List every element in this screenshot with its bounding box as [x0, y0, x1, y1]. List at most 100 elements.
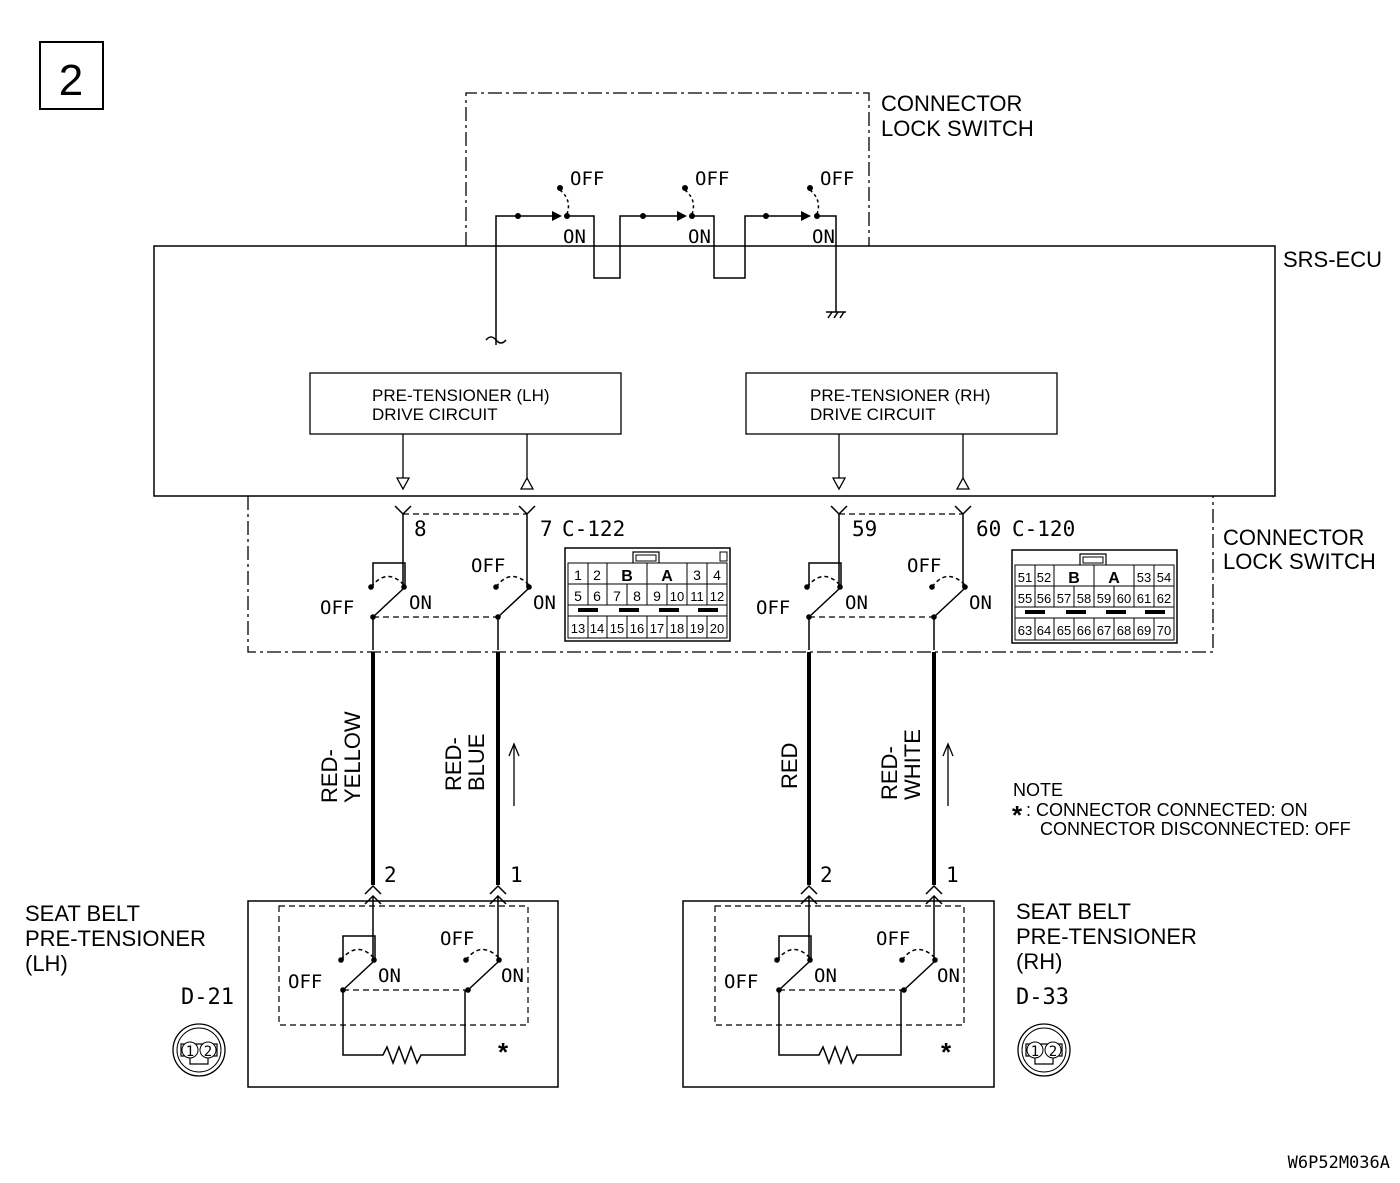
c120-cell: 65 [1057, 623, 1071, 638]
page-number-box [39, 41, 104, 110]
pt-lh-resistor-circuit [342, 990, 466, 1066]
c120-cell: 58 [1077, 591, 1091, 606]
drive-circuit-lh-box [309, 372, 622, 435]
top-switch-3-on: ON [812, 226, 835, 248]
lock-switch-rh-off-2: OFF [907, 555, 941, 577]
pt-rh-star: * [941, 1037, 952, 1067]
c122-name: C-122 [562, 517, 625, 541]
pt-rh-title-3: (RH) [1016, 949, 1062, 974]
lock-switch-lh [367, 562, 533, 621]
harness-wires [371, 617, 936, 885]
pt-lh-off-2: OFF [440, 928, 474, 950]
c120-connector-face: 51 52 B A 53 54 55 56 57 58 59 60 61 62 … [1011, 549, 1178, 644]
pt-lh-off-1: OFF [288, 971, 322, 993]
c122-cell: 6 [593, 588, 601, 604]
pt-lh-pin-1: 1 [510, 863, 523, 887]
lock-switch-lh-on-1: ON [409, 592, 432, 614]
lock-switch-lh-on-2: ON [533, 592, 556, 614]
top-lock-switch-box [465, 92, 870, 246]
c122-cell: 16 [630, 621, 644, 636]
pt-rh-icon-pin-2: 2 [1049, 1044, 1057, 1060]
pt-rh-on-1: ON [814, 965, 837, 987]
pt-rh-connector-icon: 1 2 [1017, 1023, 1071, 1077]
drive-circuit-rh-line2: DRIVE CIRCUIT [810, 405, 936, 424]
c122-cell: 8 [633, 588, 641, 604]
wire-1-color-2: YELLOW [340, 711, 365, 803]
c120-cell: 66 [1077, 623, 1091, 638]
c120-cell: 63 [1018, 623, 1032, 638]
pt-rh-pin-1: 1 [946, 863, 959, 887]
c120-cell: B [1068, 570, 1080, 587]
c122-pin-7: 7 [540, 517, 553, 541]
c120-cell: 64 [1037, 623, 1051, 638]
c122-cell: 12 [710, 589, 724, 604]
c120-cell: 52 [1037, 570, 1051, 585]
pt-rh-pin-2: 2 [820, 863, 833, 887]
pt-rh-inner-box [714, 905, 965, 1026]
lock-switch-rh-off-1: OFF [756, 597, 790, 619]
note-star: * [1012, 800, 1023, 830]
pt-rh-connector-id: D-33 [1016, 985, 1069, 1010]
c122-cell: 18 [670, 621, 684, 636]
pt-rh-resistor-circuit [778, 990, 902, 1066]
c122-pin-8: 8 [414, 517, 427, 541]
pt-lh-connector-id: D-21 [181, 985, 234, 1010]
top-lock-switch-title: CONNECTOR [881, 91, 1022, 116]
c120-cell: 53 [1137, 570, 1151, 585]
c120-cell: 69 [1137, 623, 1151, 638]
current-arrows [508, 742, 954, 806]
c122-cell: 14 [590, 621, 604, 636]
c120-cell: 55 [1018, 591, 1032, 606]
top-switch-contacts [515, 185, 820, 221]
drive-circuit-rh-line1: PRE-TENSIONER (RH) [810, 386, 990, 405]
pt-lh-title-2: PRE-TENSIONER [25, 926, 206, 951]
pt-lh-title-1: SEAT BELT [25, 901, 140, 926]
wire-4-color-2: WHITE [900, 729, 925, 800]
top-switch-2-on: ON [688, 226, 711, 248]
drive-circuit-lh-line1: PRE-TENSIONER (LH) [372, 386, 550, 405]
note-title: NOTE [1013, 780, 1063, 800]
drive-circuit-lh-line2: DRIVE CIRCUIT [372, 405, 498, 424]
c122-cell: 10 [670, 589, 684, 604]
c122-cell: 17 [650, 621, 664, 636]
c120-cell: 51 [1018, 570, 1032, 585]
note-line2: CONNECTOR DISCONNECTED: OFF [1040, 819, 1351, 839]
pt-lh-connector-icon: 1 2 [172, 1023, 226, 1077]
top-switch-2-off: OFF [695, 168, 729, 190]
c120-name: C-120 [1012, 517, 1075, 541]
c120-cell: 54 [1157, 570, 1171, 585]
c120-cell: 57 [1057, 591, 1071, 606]
c122-cell: 3 [693, 567, 701, 583]
c120-pin-60: 60 [976, 517, 1001, 541]
c120-cell: 61 [1137, 591, 1151, 606]
lock-switch-box [247, 496, 1214, 653]
pt-lh-on-1: ON [378, 965, 401, 987]
pt-lh-title-3: (LH) [25, 951, 68, 976]
wire-1-color: RED- [317, 749, 342, 803]
c122-cell: 19 [690, 621, 704, 636]
c120-cell: 68 [1117, 623, 1131, 638]
c122-cell: 13 [571, 621, 585, 636]
pt-lh-icon-pin-1: 1 [186, 1044, 194, 1060]
lock-switch-title: CONNECTOR [1223, 525, 1364, 550]
drive-circuit-arrows [395, 434, 971, 491]
srs-ecu-box [153, 245, 1276, 497]
lock-switch-rh [803, 562, 969, 621]
pt-rh-off-1: OFF [724, 971, 758, 993]
c122-cell: 5 [574, 588, 582, 604]
top-switch-3-off: OFF [820, 168, 854, 190]
c122-cell: 7 [613, 588, 621, 604]
pt-lh-on-2: ON [501, 965, 524, 987]
wire-3-color: RED [777, 743, 802, 789]
c120-cell: 59 [1097, 591, 1111, 606]
lock-switch-lh-off-1: OFF [320, 597, 354, 619]
wire-2-color: RED- [441, 737, 466, 791]
c120-pin-59: 59 [852, 517, 877, 541]
pt-lh-inner-box [278, 905, 529, 1026]
pt-rh-off-2: OFF [876, 928, 910, 950]
pt-rh-title-2: PRE-TENSIONER [1016, 924, 1197, 949]
c120-cell: 56 [1037, 591, 1051, 606]
pt-rh-icon-pin-1: 1 [1031, 1044, 1039, 1060]
pt-rh-box [682, 900, 995, 1088]
